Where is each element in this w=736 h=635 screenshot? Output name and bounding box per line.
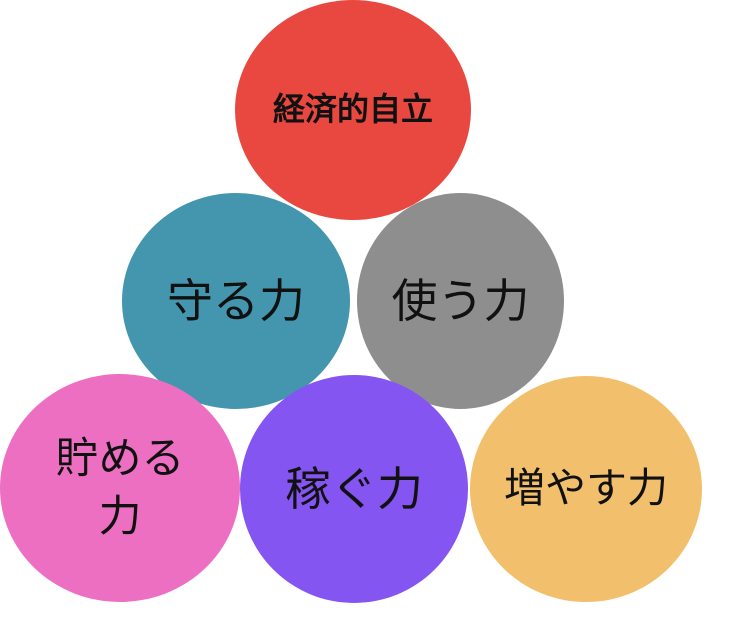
label-grow: 増やす力 [504,464,668,513]
label-protect: 守る力 [167,273,305,328]
circle-grow: 増やす力 [470,376,702,602]
label-economic-independence: 経済的自立 [272,90,433,129]
label-save: 貯める 力 [55,433,185,542]
circle-use: 使う力 [357,193,564,409]
circle-protect: 守る力 [122,193,350,409]
circle-earn: 稼ぐ力 [240,375,468,603]
circle-save: 貯める 力 [0,374,240,602]
label-earn: 稼ぐ力 [285,461,423,516]
circle-economic-independence: 経済的自立 [235,0,471,220]
label-use: 使う力 [391,273,530,328]
